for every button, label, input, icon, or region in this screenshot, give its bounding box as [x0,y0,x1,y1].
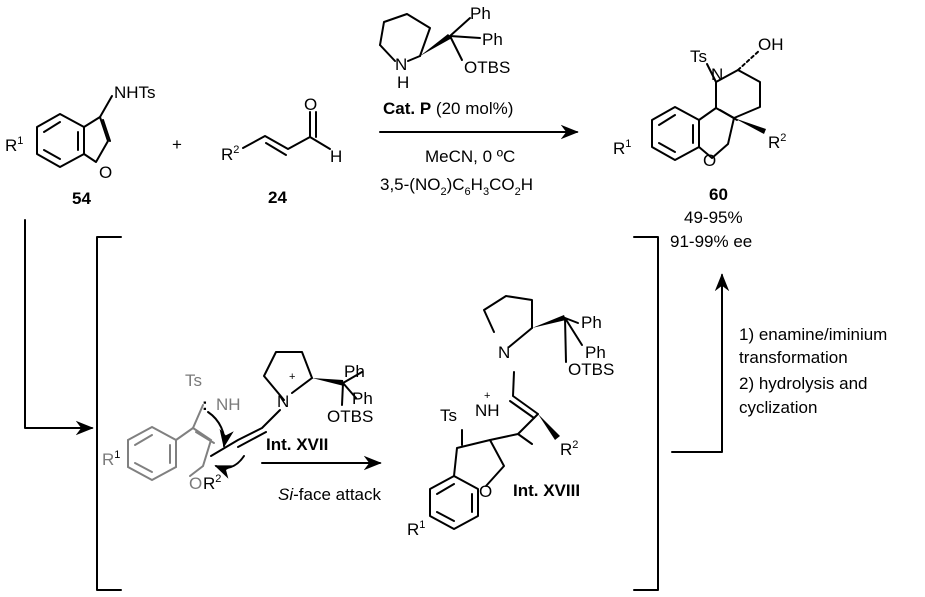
product-r2: R2 [768,132,786,152]
int-xvii-ph-2: Ph [352,389,373,408]
step-1-line-2: transformation [739,348,848,367]
product-oh: OH [758,35,784,54]
product-ts: Ts [690,47,707,66]
right-bracket [633,236,659,591]
compound-24-hydrogen: H [330,147,342,166]
exit-arrow [671,273,730,453]
int-xvii-otbs: OTBS [327,407,373,426]
left-bracket [96,236,122,591]
int-xvii-nh: NH [216,395,241,414]
int-xvii-structure [127,351,363,482]
compound-54-nhts: NHTs [114,83,156,102]
int-xviii-ts: Ts [440,406,457,425]
int-xvii-r2: R2 [203,473,221,493]
step-2-line-2: cyclization [739,398,817,417]
int-xviii-otbs: OTBS [568,360,614,379]
compound-24-oxygen: O [304,95,317,114]
compound-54-r1: R1 [5,135,23,155]
product-nitrogen: N [711,65,723,84]
int-xviii-charge: + [484,390,490,402]
entry-arrow [24,219,94,436]
catalyst-nitrogen: N [395,55,407,74]
product-60-structure [651,49,766,161]
int-xvii-label: Int. XVII [266,435,328,454]
int-xvii-oxygen: O [189,474,202,493]
int-xvii-r1: R1 [102,449,120,469]
plus-sign: + [172,135,182,154]
catalyst-ph-1: Ph [470,4,491,23]
product-yield: 49-95% [684,208,743,227]
int-xvii-nitrogen: N [277,392,289,411]
int-xviii-label: Int. XVIII [513,481,580,500]
compound-54-label: 54 [72,189,91,208]
int-xvii-charge: + [289,371,295,383]
compound-24-structure [242,111,331,156]
product-label: 60 [709,185,728,204]
int-xviii-oxygen: O [479,482,492,501]
catalyst-label: Cat. P (20 mol%) [383,99,513,118]
conditions-additive: 3,5-(NO2)C6H3CO2H [380,175,533,198]
catalyst-hydrogen: H [397,73,409,92]
catalyst-otbs: OTBS [464,58,510,77]
catalyst-p-structure [379,13,481,62]
step-2-line-1: 2) hydrolysis and [739,374,868,393]
int-xviii-nitrogen: N [498,343,510,362]
int-xviii-ph-2: Ph [585,343,606,362]
int-xviii-r2: R2 [560,439,578,459]
product-ee: 91-99% ee [670,232,752,251]
int-xvii-lone-pair: : [202,395,208,414]
step-1-line-1: 1) enamine/iminium [739,325,887,344]
compound-24-label: 24 [268,188,287,207]
catalyst-ph-2: Ph [482,30,503,49]
conditions-solvent: MeCN, 0 ºC [425,147,515,166]
product-r1: R1 [613,138,631,158]
int-xviii-nh: NH [475,401,500,420]
int-xviii-r1: R1 [407,519,425,539]
int-xvii-ts: Ts [185,371,202,390]
si-face-attack-label: Si-face attack [278,485,381,504]
compound-24-r2: R2 [221,144,239,164]
int-xviii-structure [429,295,583,530]
product-oxygen: O [703,151,716,170]
int-xviii-ph-1: Ph [581,313,602,332]
compound-54-oxygen: O [99,163,112,182]
int-xvii-ph-1: Ph [344,362,365,381]
compound-54-structure [36,95,113,168]
